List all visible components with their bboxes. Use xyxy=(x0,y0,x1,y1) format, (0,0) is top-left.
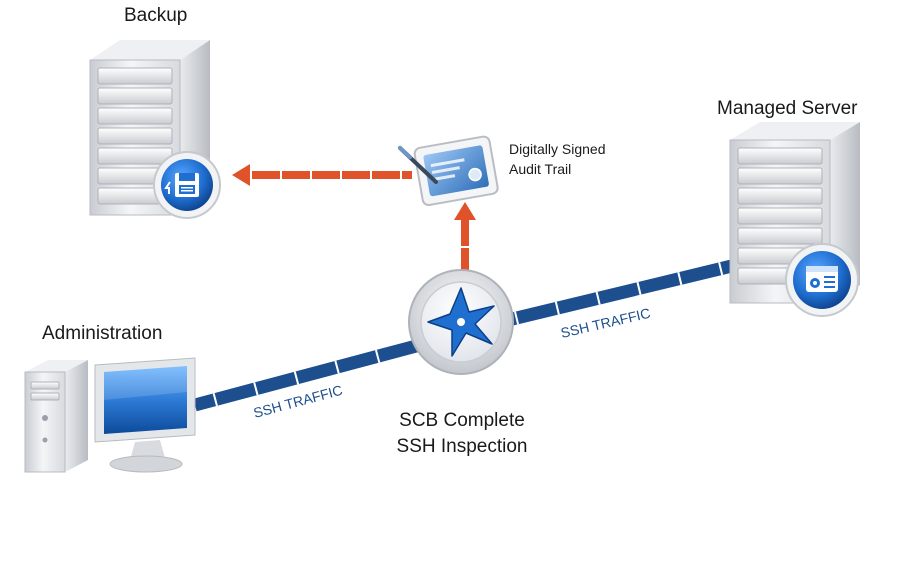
managed-server-label: Managed Server xyxy=(717,98,858,119)
signed-document-icon xyxy=(398,135,499,207)
scb-label-line1: SCB Complete xyxy=(399,410,525,431)
audit-trail-label-line1: Digitally Signed xyxy=(509,141,606,157)
backup-label: Backup xyxy=(124,5,188,26)
managed-server xyxy=(729,122,860,304)
administration-label: Administration xyxy=(42,323,163,344)
admin-workstation xyxy=(24,357,196,473)
audit-trail-label-line2: Audit Trail xyxy=(509,161,572,177)
audit-trail-label: Digitally Signed Audit Trail xyxy=(509,139,606,179)
star-plane-icon xyxy=(408,269,514,375)
audit-to-backup-arrow xyxy=(232,164,412,186)
ssh-link-right xyxy=(498,257,742,329)
scb-label: SCB Complete SSH Inspection xyxy=(372,408,552,460)
ssh-link-left xyxy=(193,338,422,412)
scb-label-line2: SSH Inspection xyxy=(396,436,528,457)
app-settings-icon xyxy=(785,243,859,317)
floppy-disk-icon xyxy=(153,151,221,219)
